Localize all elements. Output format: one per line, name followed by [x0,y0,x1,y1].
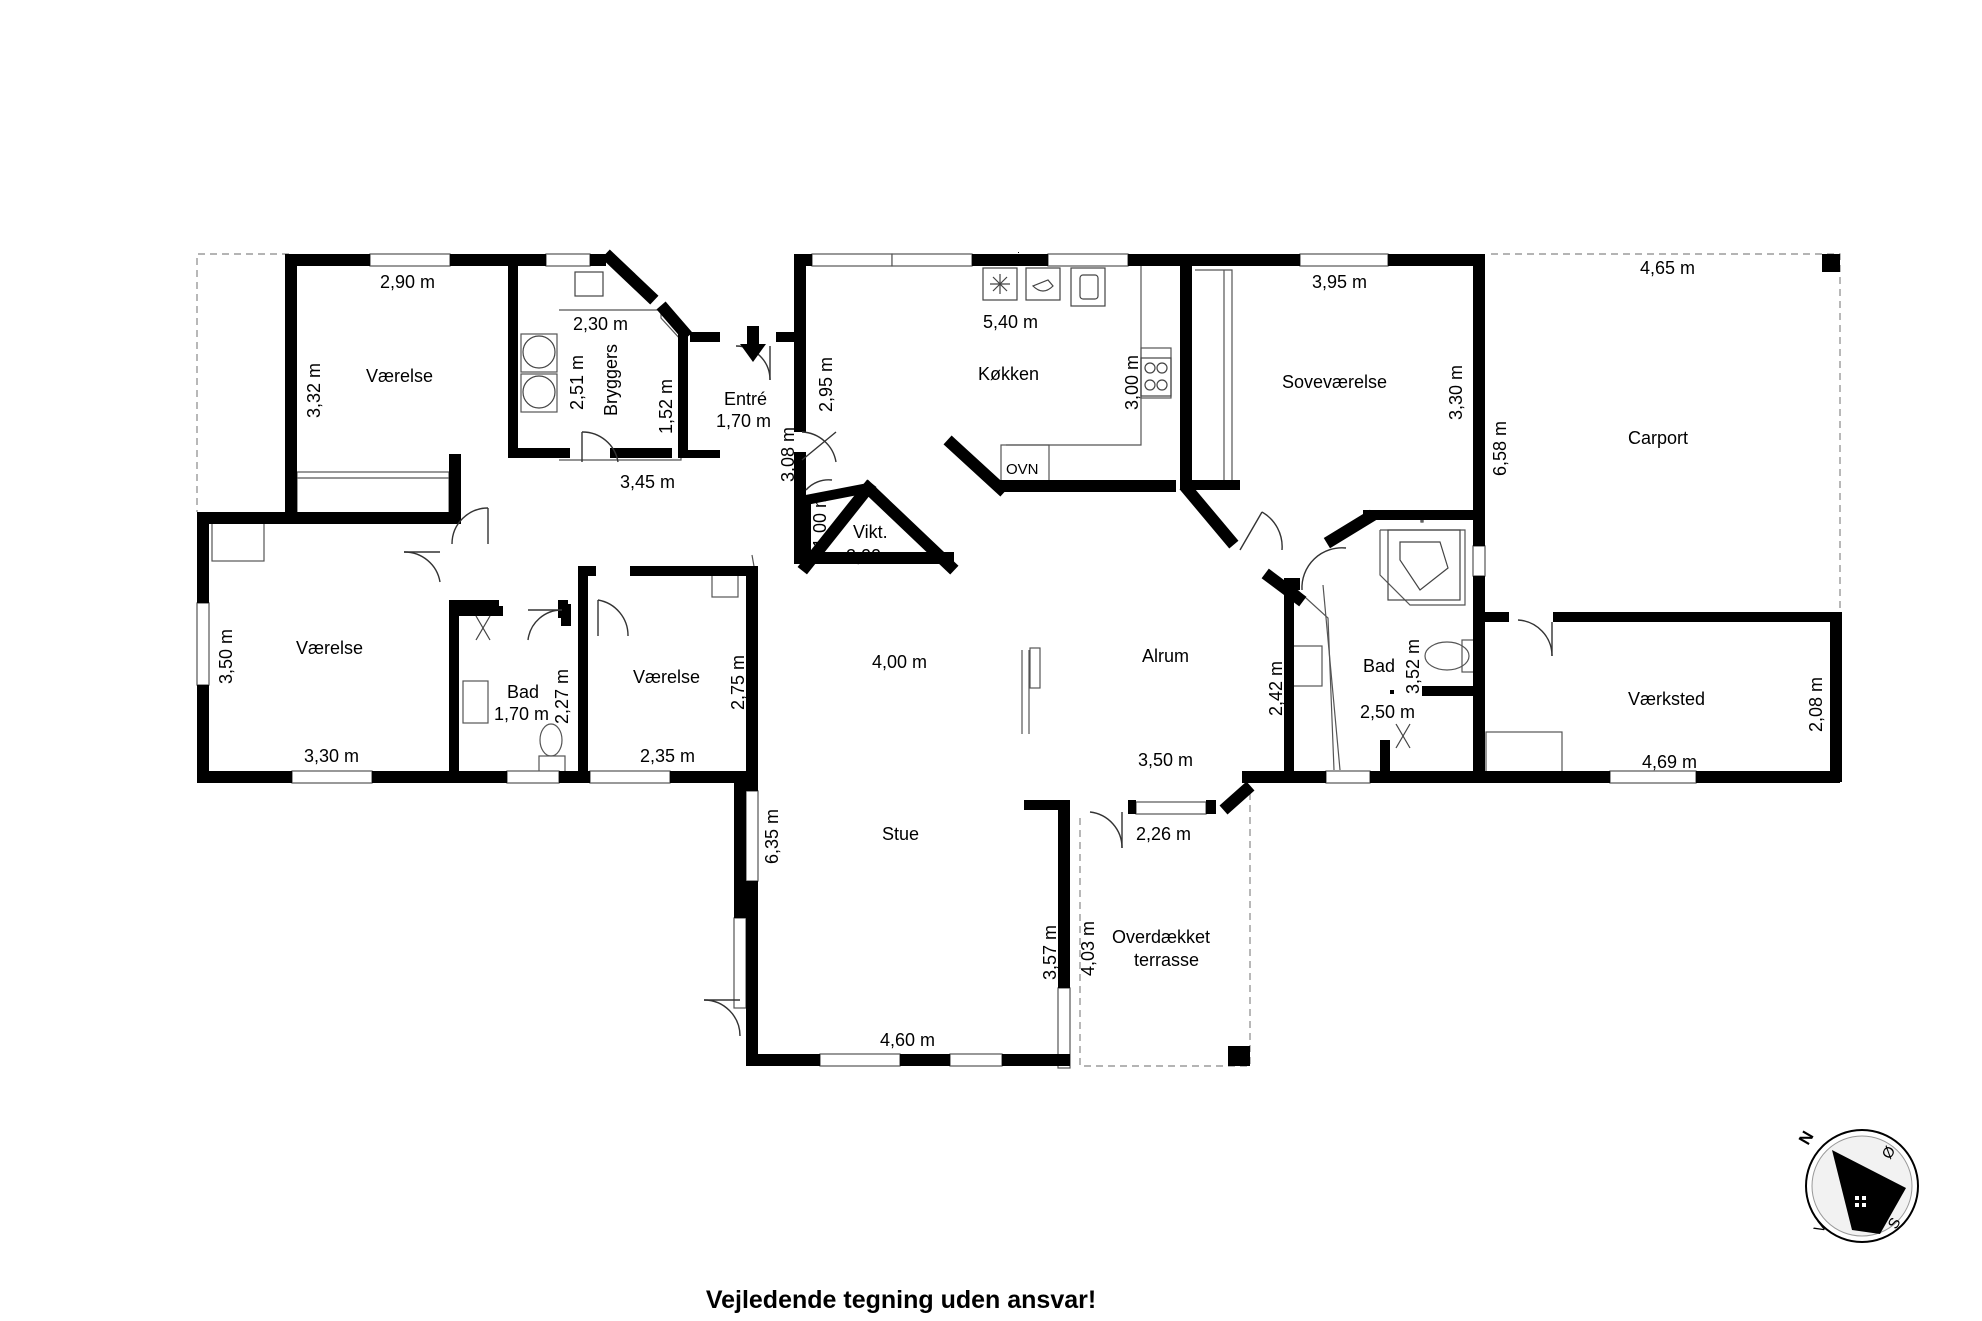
dim-sove-width: 3,95 m [1312,272,1367,292]
dim-bryggers-side: 1,52 m [656,379,676,434]
room-label-bad-2: Bad [1363,656,1395,676]
room-label-entre-dim: 1,70 m [716,411,771,431]
room-label-sovevaerelse: Soveværelse [1282,372,1387,392]
dim-bad2-height: 3,52 m [1403,639,1423,694]
dim-vaerksted-width: 4,69 m [1642,752,1697,772]
dim-terrasse-left: 3,57 m [1040,925,1060,980]
room-labels: Værelse Bryggers Entré 1,70 m Køkken OVN… [296,344,1705,970]
room-label-koekken: Køkken [978,364,1039,384]
dim-alrum-height: 2,42 m [1266,661,1286,716]
dim-v3-height: 2,75 m [728,655,748,710]
dim-stue-width: 4,60 m [880,1030,935,1050]
dim-bad1-height: 2,27 m [552,669,572,724]
dim-koekken-left: 2,95 m [816,357,836,412]
walls [197,252,1842,1066]
room-label-carport: Carport [1628,428,1688,448]
dim-stue-height: 6,35 m [762,809,782,864]
disclaimer: Vejledende tegning uden ansvar! [0,1286,1982,1315]
laundry-machines [522,335,556,409]
room-label-bad-1: Bad [507,682,539,702]
dim-terrasse-right: 4,03 m [1078,921,1098,976]
dim-v2-height: 3,50 m [216,629,236,684]
room-label-bad-1-dim: 1,70 m [494,704,549,724]
dim-carport-width: 4,65 m [1640,258,1695,278]
dim-sove-height: 3,30 m [1446,365,1466,420]
room-label-vaerelse-2: Værelse [296,638,363,658]
compass-n: N [1795,1128,1818,1148]
entrance-arrow-icon [740,326,766,362]
dim-vaerksted-height: 2,08 m [1806,677,1826,732]
dim-v2-width: 3,30 m [304,746,359,766]
dim-alrum-width: 3,50 m [1138,750,1193,770]
dim-bryggers-width: 2,30 m [573,314,628,334]
room-label-vaerksted: Værksted [1628,689,1705,709]
kitchen-fixtures [574,267,1424,523]
room-label-stue: Stue [882,824,919,844]
vikt-outline [801,483,869,566]
dim-koekken-width: 5,40 m [983,312,1038,332]
room-label-vikt: Vikt. [853,522,888,542]
disclaimer-text: Vejledende tegning uden ansvar! [705,1286,1097,1314]
dim-vikt-height: 1,00 m [810,493,830,548]
dim-bryggers-height: 2,51 m [567,355,587,410]
room-label-vikt-dim: 2,00 m [846,546,901,566]
label-ovn: OVN [1006,461,1039,478]
dim-hall-width: 3,45 m [620,472,675,492]
room-label-entre: Entré [724,389,767,409]
dim-koekken-right: 3,00 m [1122,355,1142,410]
room-label-bryggers: Bryggers [601,344,621,416]
dim-carport-height: 6,58 m [1490,421,1510,476]
door-swings [403,345,1553,1037]
room-label-terrasse-1: Overdækket [1112,927,1210,947]
room-label-vaerelse-1: Værelse [366,366,433,386]
room-label-terrasse-2: terrasse [1134,950,1199,970]
dim-alrum-bottom: 2,26 m [1136,824,1191,844]
bath-fixtures [475,529,1461,749]
dim-bad2-width: 2,50 m [1360,702,1415,722]
room-label-vaerelse-3: Værelse [633,667,700,687]
dim-v1-height: 3,32 m [304,363,324,418]
diagonal-walls [601,249,1377,815]
room-label-alrum: Alrum [1142,646,1189,666]
dim-stue-top: 4,00 m [872,652,927,672]
dim-v3-width: 2,35 m [640,746,695,766]
dim-v1-width: 2,90 m [380,272,435,292]
compass-icon [1805,1129,1919,1243]
dimension-labels: 2,90 m 3,32 m 2,30 m 2,51 m 1,52 m 3,45 … [216,258,1826,1050]
dim-hall-height: 3,08 m [778,427,798,482]
